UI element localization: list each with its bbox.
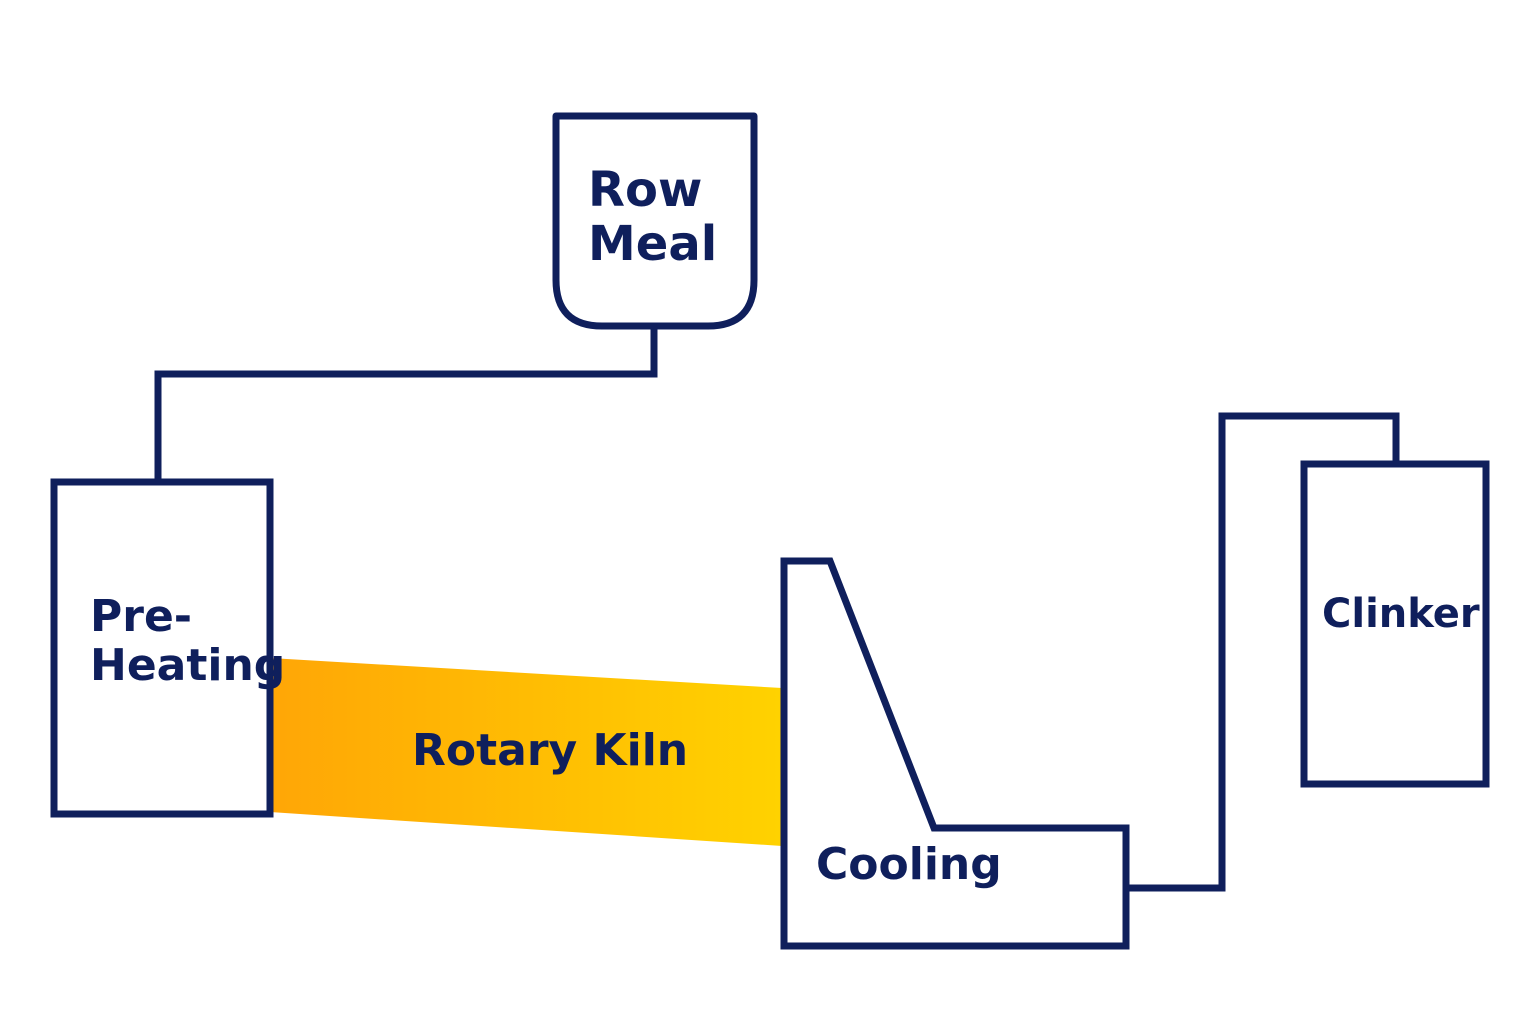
pre-heating-label-line1: Pre- — [90, 591, 193, 642]
rotary-kiln-label: Rotary Kiln — [412, 725, 689, 776]
raw-meal-label: Row Meal — [588, 162, 718, 272]
pre-heating-label-line2: Heating — [90, 640, 286, 692]
clinker-label: Clinker — [1322, 591, 1480, 637]
connector-cooling-clinker — [1126, 412, 1400, 892]
cooling-unit — [780, 557, 1130, 950]
cooling-label: Cooling — [816, 839, 1002, 890]
raw-meal-label-line1: Row — [588, 162, 703, 218]
pre-heating-box — [50, 478, 274, 818]
raw-meal-hopper — [552, 112, 758, 330]
raw-meal-label-line2: Meal — [588, 215, 718, 272]
pre-heating-label: Pre- Heating — [90, 592, 285, 691]
clinker-box — [1300, 460, 1490, 788]
connector-rawmeal-preheating — [154, 326, 658, 480]
rotary-kiln-band — [270, 658, 782, 846]
